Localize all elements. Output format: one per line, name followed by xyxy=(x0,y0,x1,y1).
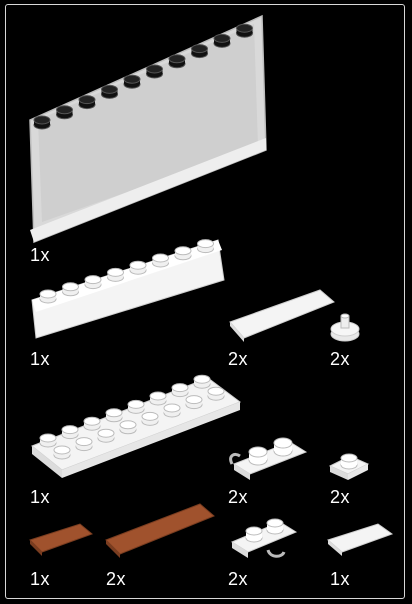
tile-1x4-image xyxy=(228,286,338,346)
qty-brown-tile-1x4: 2x xyxy=(106,570,126,588)
plate-clip-image xyxy=(228,434,312,484)
qty-plate-2x8: 1x xyxy=(30,488,50,506)
brown-tile-1x4-image xyxy=(104,500,216,562)
plate-1x1-image xyxy=(328,448,372,482)
qty-round-plate: 2x xyxy=(330,350,350,368)
qty-white-tile-1x2: 1x xyxy=(330,570,350,588)
qty-brick-1x8: 1x xyxy=(30,350,50,368)
brick-1x8-image xyxy=(28,232,228,342)
panel-part-image xyxy=(26,30,270,240)
qty-brown-tile-1x2: 1x xyxy=(30,570,50,588)
brown-tile-1x2-image xyxy=(28,520,94,560)
qty-tile-1x4: 2x xyxy=(228,350,248,368)
plate-2x8-image xyxy=(28,372,244,482)
qty-plate-clip: 2x xyxy=(228,488,248,506)
qty-plate-1x1: 2x xyxy=(330,488,350,506)
white-tile-1x2-image xyxy=(326,520,394,560)
plate-clip-side-image xyxy=(228,514,302,560)
round-plate-image xyxy=(328,310,362,344)
qty-plate-clip-side: 2x xyxy=(228,570,248,588)
